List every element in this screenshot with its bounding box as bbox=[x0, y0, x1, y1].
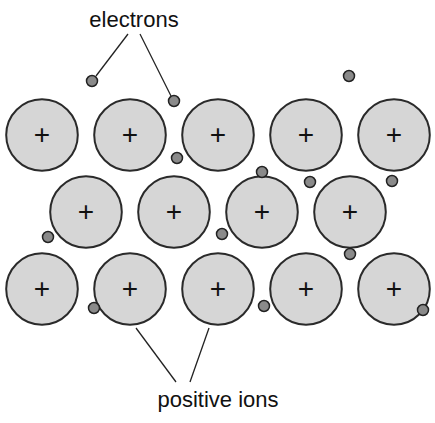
charge-sign: + bbox=[181, 98, 255, 172]
charge-sign: + bbox=[181, 252, 255, 326]
leader-line bbox=[190, 328, 209, 382]
charge-sign: + bbox=[269, 252, 343, 326]
electron bbox=[305, 177, 316, 188]
positive-ion: + bbox=[357, 252, 431, 326]
charge-sign: + bbox=[137, 175, 211, 249]
callout-label: positive ions bbox=[155, 387, 280, 413]
charge-sign: + bbox=[269, 98, 343, 172]
electron bbox=[418, 305, 429, 316]
electron bbox=[89, 303, 100, 314]
electron bbox=[344, 71, 355, 82]
electron bbox=[169, 96, 180, 107]
charge-sign: + bbox=[93, 252, 167, 326]
positive-ion: + bbox=[225, 175, 299, 249]
electron bbox=[217, 229, 228, 240]
electron bbox=[257, 167, 268, 178]
leader-line bbox=[136, 328, 176, 382]
charge-sign: + bbox=[357, 252, 431, 326]
charge-sign: + bbox=[313, 175, 387, 249]
electron bbox=[259, 301, 270, 312]
positive-ion: + bbox=[181, 98, 255, 172]
positive-ion: + bbox=[269, 98, 343, 172]
charge-sign: + bbox=[93, 98, 167, 172]
positive-ion: + bbox=[181, 252, 255, 326]
electron bbox=[43, 232, 54, 243]
positive-ion: + bbox=[49, 175, 123, 249]
electron bbox=[387, 176, 398, 187]
positive-ion: + bbox=[5, 98, 79, 172]
positive-ion: + bbox=[93, 252, 167, 326]
charge-sign: + bbox=[357, 98, 431, 172]
positive-ion: + bbox=[137, 175, 211, 249]
charge-sign: + bbox=[5, 98, 79, 172]
positive-ion: + bbox=[5, 252, 79, 326]
positive-ion: + bbox=[357, 98, 431, 172]
electron bbox=[345, 249, 356, 260]
charge-sign: + bbox=[49, 175, 123, 249]
positive-ion: + bbox=[269, 252, 343, 326]
electron bbox=[172, 153, 183, 164]
leader-line bbox=[96, 34, 128, 76]
charge-sign: + bbox=[225, 175, 299, 249]
leader-line bbox=[140, 34, 171, 96]
positive-ion: + bbox=[313, 175, 387, 249]
charge-sign: + bbox=[5, 252, 79, 326]
callout-label: electrons bbox=[87, 7, 180, 33]
electron bbox=[87, 76, 98, 87]
positive-ion: + bbox=[93, 98, 167, 172]
